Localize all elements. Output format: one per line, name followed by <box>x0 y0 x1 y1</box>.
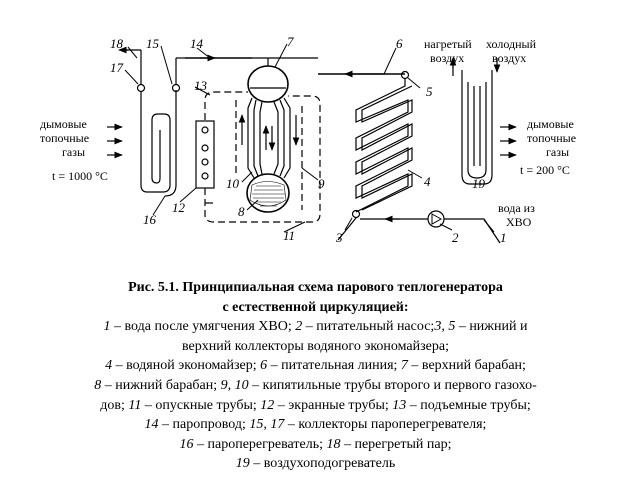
flue-gas-right-1: дымовые <box>527 117 574 131</box>
label-17: 17 <box>110 60 124 75</box>
legend-number: 1 <box>103 319 111 335</box>
water-in-1: вода из <box>498 201 535 215</box>
collector-17 <box>136 83 146 93</box>
water-in-2: ХВО <box>506 215 532 229</box>
lower-drum-8 <box>246 173 290 213</box>
caption-legend-line: 14 – паропровод; 15, 17 – коллекторы пар… <box>0 415 631 435</box>
label-11: 11 <box>283 228 295 243</box>
caption-title-line1: Рис. 5.1. Принципиальная схема парового … <box>128 280 503 295</box>
air-heater-19 <box>449 57 501 185</box>
flue-gas-right-3: газы <box>546 145 569 159</box>
diagram-labels: дымовые топочные газы t = 1000 °C дымовы… <box>40 37 576 229</box>
legend-number: 12 <box>260 397 275 413</box>
label-2: 2 <box>452 230 459 245</box>
temp-left: t = 1000 °C <box>52 169 108 183</box>
legend-number: 9, 10 <box>220 377 249 393</box>
legend-number: 8 <box>94 377 102 393</box>
superheater-16 <box>136 57 185 197</box>
cold-air-2: воздух <box>492 51 526 65</box>
flue-gas-left-1: дымовые <box>40 117 87 131</box>
legend-number: 2 <box>295 319 303 335</box>
flue-gas-left-3: газы <box>62 145 85 159</box>
label-8: 8 <box>238 204 245 219</box>
label-6: 6 <box>396 36 403 51</box>
superheated-steam-18 <box>118 46 142 85</box>
legend-text: – воздухоподогреватель <box>249 456 396 472</box>
legend-number: 4 <box>105 358 113 374</box>
label-18: 18 <box>110 36 124 51</box>
legend-number: 15, 17 <box>249 417 285 433</box>
legend-text: – питательная линия; <box>267 358 401 374</box>
legend-text: дов; <box>100 397 129 413</box>
hot-air-1: нагретый <box>424 37 472 51</box>
legend-number: 16 <box>179 436 194 452</box>
label-9: 9 <box>318 176 325 191</box>
screen-tubes-12 <box>195 120 215 189</box>
legend-text: – пароперегреватель; <box>193 436 327 452</box>
legend-text: – вода после умягчения ХВО; <box>110 319 296 335</box>
legend-text: – нижний барабан; <box>101 377 221 393</box>
caption-legend-line: дов; 11 – опускные трубы; 12 – экранные … <box>0 396 631 416</box>
callout-numbers: 18 17 15 14 13 7 6 5 4 3 2 1 9 10 8 11 1… <box>110 34 507 245</box>
legend-text: – коллекторы пароперегревателя; <box>284 417 487 433</box>
label-10: 10 <box>226 176 240 191</box>
label-7: 7 <box>287 34 294 49</box>
legend-number: 6 <box>260 358 268 374</box>
label-19: 19 <box>472 176 486 191</box>
legend-text: – перегретый пар; <box>340 436 452 452</box>
flue-gas-arrows-left <box>107 123 123 159</box>
legend-text: – верхний барабан; <box>407 358 526 374</box>
legend-text: верхний коллекторы водяного экономайзера… <box>182 338 449 354</box>
legend-text: – экранные трубы; <box>274 397 393 413</box>
economizer-4 <box>337 70 413 241</box>
label-15: 15 <box>146 36 160 51</box>
legend-text: – водяной экономайзер; <box>112 358 261 374</box>
caption-legend-line: верхний коллекторы водяного экономайзера… <box>0 337 631 357</box>
collector-15 <box>171 83 181 93</box>
upper-drum-7 <box>247 57 318 103</box>
caption-title-line2: с естественной циркуляцией: <box>222 299 409 315</box>
flue-gas-left-2: топочные <box>40 131 89 145</box>
hot-air-2: воздух <box>430 51 464 65</box>
legend-number: 7 <box>400 358 408 374</box>
caption-legend: 1 – вода после умягчения ХВО; 2 – питате… <box>0 317 631 474</box>
caption-legend-line: 1 – вода после умягчения ХВО; 2 – питате… <box>0 317 631 337</box>
collector-3 <box>351 209 361 219</box>
caption-legend-line: 16 – пароперегреватель; 18 – перегретый … <box>0 435 631 455</box>
label-3: 3 <box>335 230 343 245</box>
label-14: 14 <box>190 36 204 51</box>
caption-legend-line: 4 – водяной экономайзер; 6 – питательная… <box>0 356 631 376</box>
legend-number: 3, 5 <box>434 319 456 335</box>
label-16: 16 <box>143 212 157 227</box>
label-12: 12 <box>172 200 186 215</box>
collector-5 <box>400 70 410 80</box>
legend-text: – нижний и <box>455 319 528 335</box>
cold-air-1: холодный <box>486 37 537 51</box>
legend-text: – подъемные трубы; <box>406 397 531 413</box>
label-5: 5 <box>426 84 433 99</box>
boiling-tubes-9-10 <box>238 97 300 179</box>
legend-text: – паропровод; <box>158 417 250 433</box>
label-13: 13 <box>194 78 208 93</box>
feed-pump-2 <box>360 210 501 244</box>
legend-number: 13 <box>392 397 407 413</box>
legend-text: – опускные трубы; <box>141 397 261 413</box>
legend-number: 19 <box>235 456 250 472</box>
downcomers-11 <box>204 95 321 223</box>
figure-caption: Рис. 5.1. Принципиальная схема парового … <box>0 278 631 474</box>
boiler-schematic: 18 17 15 14 13 7 6 5 4 3 2 1 9 10 8 11 1… <box>40 34 576 245</box>
legend-text: – питательный насос; <box>302 319 435 335</box>
label-1: 1 <box>500 230 507 245</box>
legend-number: 11 <box>128 397 142 413</box>
legend-number: 18 <box>326 436 341 452</box>
label-4: 4 <box>424 174 431 189</box>
temp-right: t = 200 °C <box>520 163 570 177</box>
legend-text: – кипятильные трубы второго и первого га… <box>248 377 537 393</box>
flue-gas-right-2: топочные <box>527 131 576 145</box>
legend-number: 14 <box>144 417 159 433</box>
caption-legend-line: 8 – нижний барабан; 9, 10 – кипятильные … <box>0 376 631 396</box>
flue-gas-arrows-right <box>500 123 517 159</box>
leader-lines <box>124 43 495 233</box>
caption-legend-line: 19 – воздухоподогреватель <box>0 454 631 474</box>
